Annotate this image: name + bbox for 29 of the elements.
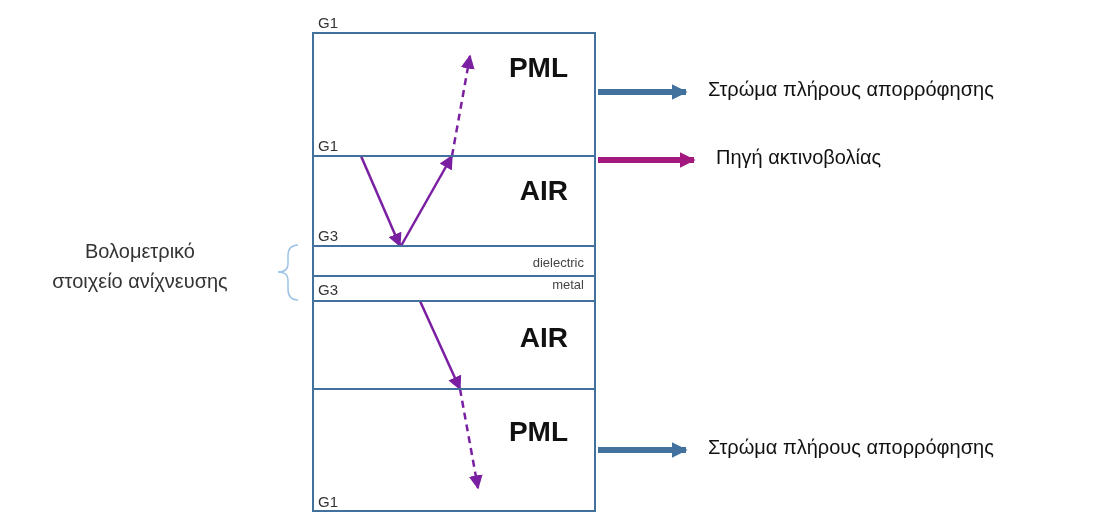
- boundary-label: G1: [318, 14, 338, 31]
- ray-arrow: [450, 54, 475, 157]
- annotation-text: Πηγή ακτινοβολίας: [716, 146, 882, 169]
- detector-label: Βολομετρικό στοιχείο ανίχνευσης: [51, 239, 229, 294]
- boundary-label: G1: [318, 137, 338, 154]
- layer-band: [312, 388, 596, 512]
- layer-label: dielectric: [532, 255, 584, 270]
- ray-arrow: [458, 388, 483, 490]
- block-arrow: [598, 152, 696, 168]
- layer-band: [312, 300, 596, 390]
- layer-band: [312, 275, 596, 302]
- layer-label: AIR: [519, 175, 568, 207]
- layer-band: [312, 32, 596, 157]
- block-arrow: [598, 442, 688, 458]
- ray-arrow: [399, 154, 454, 247]
- ray-arrow: [418, 300, 462, 391]
- layer-label: metal: [552, 277, 584, 292]
- block-arrow: [598, 84, 688, 100]
- boundary-label: G1: [318, 493, 338, 510]
- layer-label: PML: [508, 416, 568, 448]
- layer-label: PML: [508, 52, 568, 84]
- ray-arrow: [359, 155, 402, 248]
- boundary-label: G3: [318, 281, 338, 298]
- layer-band: [312, 155, 596, 247]
- layer-label: AIR: [519, 322, 568, 354]
- layer-band: [312, 245, 596, 277]
- annotation-text: Στρώμα πλήρους απορρόφησης: [708, 436, 994, 459]
- annotation-text: Στρώμα πλήρους απορρόφησης: [708, 78, 994, 101]
- boundary-label: G3: [318, 227, 338, 244]
